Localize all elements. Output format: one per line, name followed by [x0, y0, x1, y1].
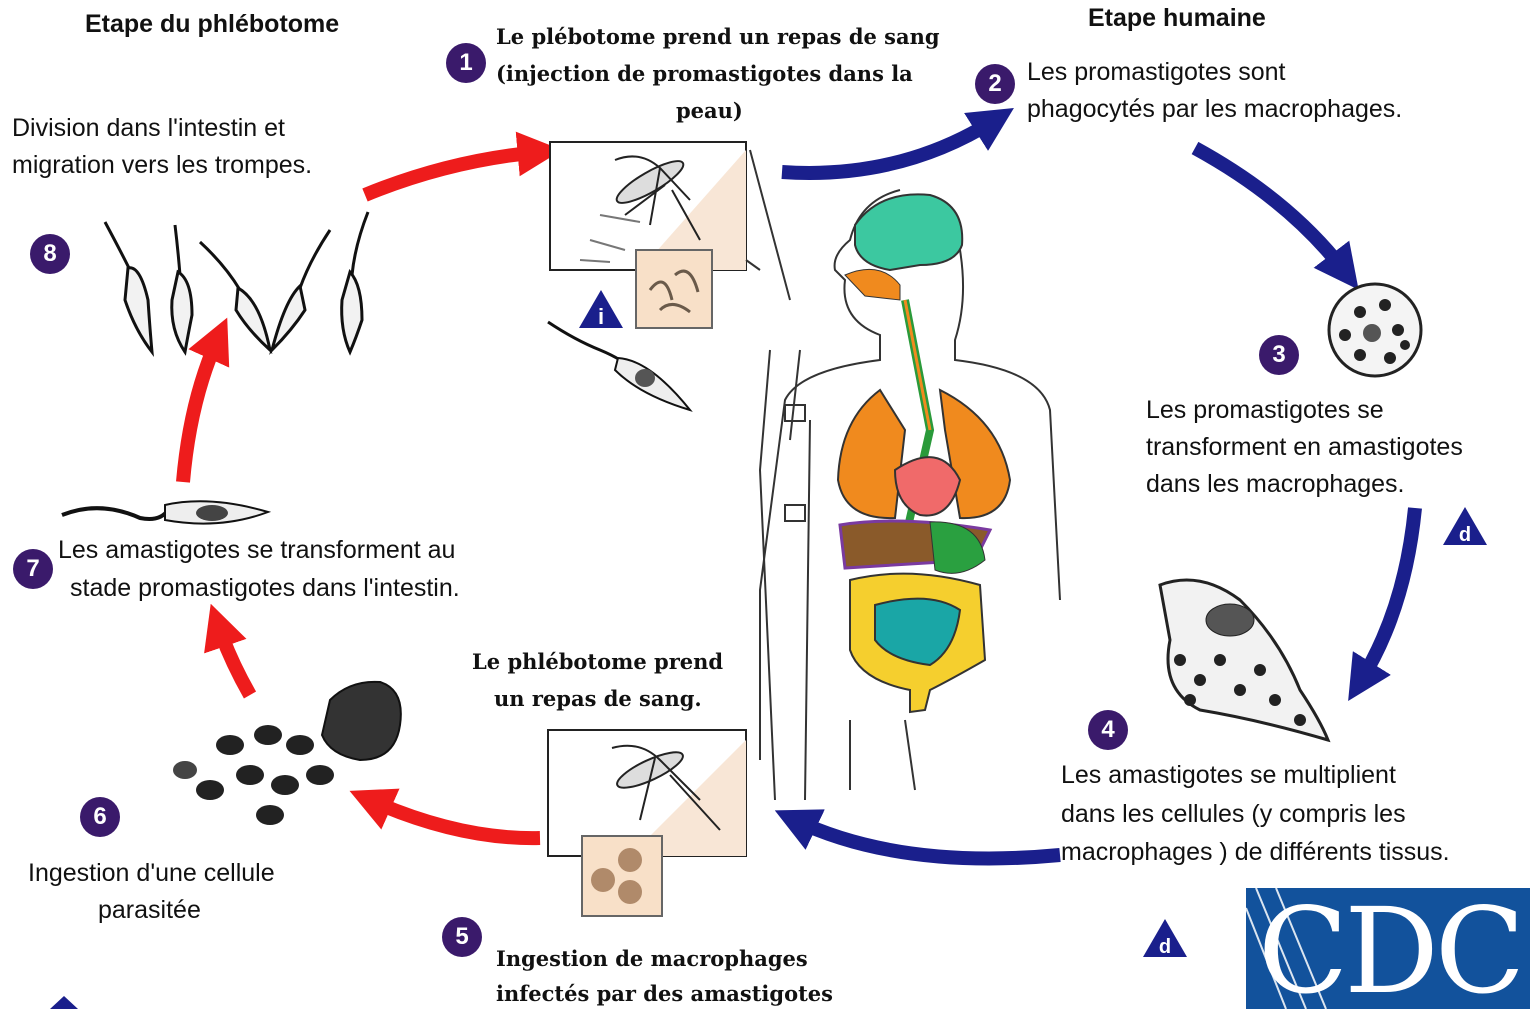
step-7-text-line2: stade promastigotes dans l'intestin. [70, 570, 460, 607]
arrow-step6-to-7 [218, 625, 250, 695]
blood-meal-label-line1: Le phlébotome prend [472, 643, 723, 680]
step-6-text-line2: parasitée [98, 892, 201, 929]
step-4-text-line3: macrophages ) de différents tissus. [1061, 834, 1450, 871]
step-7-text-line1: Les amastigotes se transforment au [58, 532, 455, 569]
step-4-text-line2: dans les cellules (y compris les [1061, 796, 1406, 833]
step-7-badge: 7 [13, 549, 53, 589]
arrow-step8-to-1 [365, 152, 540, 195]
step-6-badge: 6 [80, 797, 120, 837]
step-5-badge: 5 [442, 917, 482, 957]
step-4-badge: 4 [1088, 710, 1128, 750]
human-organs-illustration [838, 194, 1010, 712]
step-1-text-line3: peau) [676, 92, 743, 129]
diagnostic-stage-label-step3: d [1459, 524, 1471, 546]
metacyclic-promastigote-illustration [548, 322, 690, 410]
macrophage-with-amastigotes-illustration [1329, 284, 1421, 376]
infected-tissue-cell-illustration [1160, 580, 1328, 740]
ingested-parasitized-cell-illustration [173, 682, 401, 825]
promastigote-intestine-illustration [62, 501, 268, 523]
infective-stage-label: i [598, 304, 604, 329]
cdc-logo-text: CDC [1258, 888, 1521, 1009]
step-3-text-line1: Les promastigotes se [1146, 392, 1384, 429]
arrow-step7-to-8 [183, 338, 218, 482]
arrow-step2-to-3 [1195, 148, 1345, 272]
vector-stage-header: Etape du phlébotome [85, 10, 339, 39]
diagnostic-stage-marker-step3: d [1441, 505, 1489, 547]
cdc-logo: CDC [1246, 888, 1530, 1009]
partial-stage-marker [50, 996, 78, 1009]
step-1-badge: 1 [446, 43, 486, 83]
human-stage-header: Etape humaine [1088, 4, 1266, 33]
step-2-text-line1: Les promastigotes sont [1027, 54, 1285, 91]
sandfly-feeding-bottom-illustration [548, 730, 746, 916]
step-3-badge: 3 [1259, 335, 1299, 375]
step-3-text-line3: dans les macrophages. [1146, 466, 1404, 503]
dividing-promastigotes-illustration [105, 212, 368, 352]
step-6-text-line1: Ingestion d'une cellule [28, 855, 275, 892]
step-5-text-line2: infectés par des amastigotes [496, 975, 833, 1012]
arrow-step1-to-2 [782, 120, 995, 173]
step-3-text-line2: transforment en amastigotes [1146, 429, 1463, 466]
step-8-badge: 8 [30, 234, 70, 274]
blood-meal-label-line2: un repas de sang. [494, 680, 702, 717]
step-8-text-line1: Division dans l'intestin et [12, 110, 285, 147]
step-1-text-line1: Le plébotome prend un repas de sang [496, 18, 940, 55]
step-1-text-line2: (injection de promastigotes dans la [496, 55, 913, 92]
diagnostic-stage-marker-step4: d [1141, 917, 1189, 959]
infective-stage-marker: i [577, 288, 625, 330]
arrow-step3-to-4 [1360, 508, 1415, 682]
step-8-text-line2: migration vers les trompes. [12, 147, 312, 184]
step-5-text-line1: Ingestion de macrophages [496, 940, 808, 977]
step-4-text-line1: Les amastigotes se multiplient [1061, 757, 1396, 794]
diagnostic-stage-label-step4: d [1159, 936, 1171, 958]
step-2-text-line2: phagocytés par les macrophages. [1027, 91, 1402, 128]
arrow-step5-to-6 [370, 800, 540, 838]
step-2-badge: 2 [975, 64, 1015, 104]
arrow-step4-to-5 [795, 820, 1060, 858]
